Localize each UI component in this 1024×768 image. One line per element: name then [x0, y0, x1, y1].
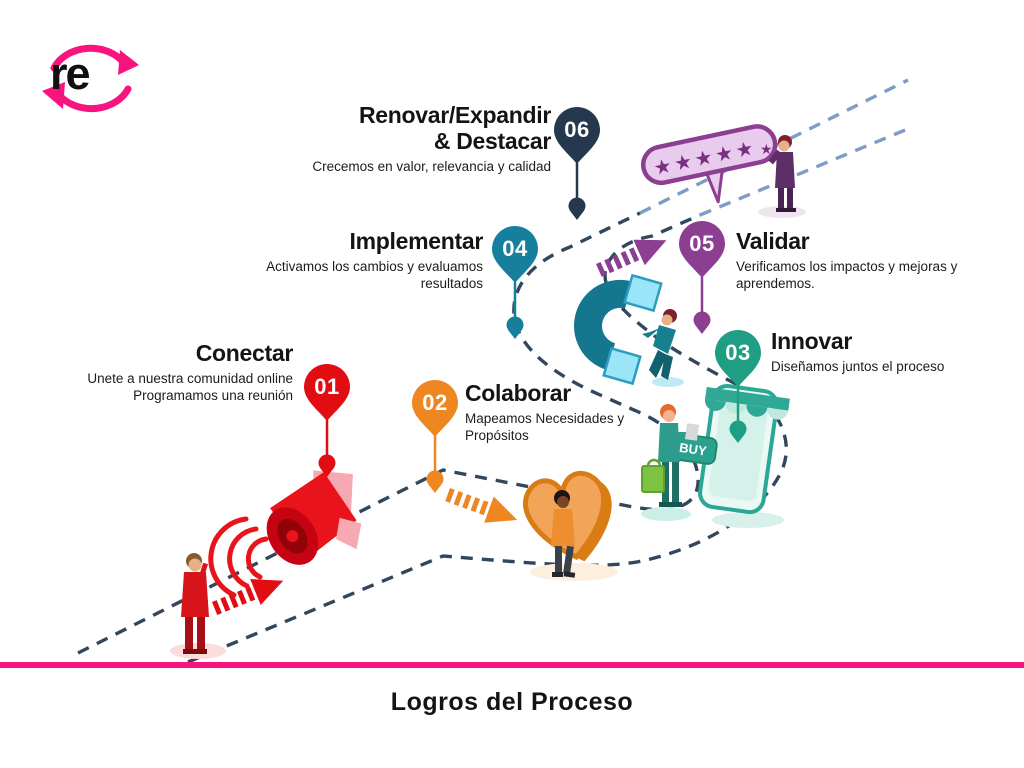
pin-head	[304, 364, 350, 421]
pin-number: 05	[689, 231, 715, 256]
megaphone-icon	[266, 470, 362, 565]
megaphone-illustration	[170, 470, 362, 659]
magnet-illustration	[574, 273, 684, 387]
pin-head	[679, 221, 725, 278]
step-renovar: Renovar/Expandir & Destacar Crecemos en …	[261, 102, 551, 175]
striped-arrow-red	[212, 579, 284, 615]
heart-person	[551, 490, 576, 578]
pin-01: 01	[299, 362, 355, 482]
pin-05: 05	[674, 219, 730, 339]
pin-drop	[318, 454, 336, 477]
rating-bubble-illustration: ★★★★★ ★	[640, 124, 806, 218]
step-title: Implementar	[349, 228, 484, 254]
phone-icon: BUY	[668, 383, 790, 515]
step-implementar: Implementar Activamos los cambios y eval…	[213, 228, 484, 292]
step-desc: Crecemos en valor, relevancia y calidad	[312, 158, 551, 174]
pin-head	[715, 330, 761, 387]
caller-person	[181, 553, 209, 654]
heart-illustration	[523, 470, 618, 581]
pin-drop	[506, 316, 524, 339]
pin-02: 02	[407, 378, 463, 498]
step-desc: Verificamos los impactos y mejoras y apr…	[736, 258, 958, 292]
pin-drop	[729, 420, 747, 443]
step-title: Renovar/Expandir & Destacar	[358, 102, 551, 154]
step-title: Conectar	[195, 340, 294, 366]
pin-number: 06	[564, 117, 590, 142]
road-edge-outer	[187, 213, 788, 664]
step-desc: Mapeamos Necesidades y Propósitos	[465, 410, 625, 444]
pin-03: 03	[710, 328, 766, 448]
step-desc: Diseñamos juntos el proceso	[771, 358, 945, 374]
footer-title: Logros del Proceso	[390, 688, 634, 716]
step-title: Validar	[736, 228, 810, 254]
pin-04: 04	[487, 224, 543, 344]
striped-arrow-orange	[445, 488, 518, 523]
step-colaborar: Colaborar Mapeamos Necesidades y Propósi…	[465, 380, 660, 444]
speech-bubble-icon: ★★★★★	[640, 124, 778, 204]
pin-number: 01	[314, 374, 340, 399]
step-title: Colaborar	[465, 380, 571, 406]
step-desc: Unete a nuestra comunidad online Program…	[87, 370, 293, 404]
pin-head	[554, 107, 600, 164]
logo: re	[34, 32, 144, 124]
pin-drop	[693, 311, 711, 334]
pin-drop	[568, 197, 586, 220]
step-innovar: Innovar Diseñamos juntos el proceso	[771, 328, 986, 375]
attracted-person	[642, 309, 677, 380]
reviewer-person: ★	[760, 135, 796, 212]
step-validar: Validar Verificamos los impactos y mejor…	[736, 228, 991, 292]
step-title: Innovar	[771, 328, 852, 354]
step-conectar: Conectar Unete a nuestra comunidad onlin…	[23, 340, 294, 404]
shopper-person	[641, 404, 700, 507]
phone-store-illustration: BUY	[641, 383, 790, 528]
star-icon: ★	[760, 141, 773, 157]
divider-line	[0, 662, 1024, 668]
pin-number: 02	[422, 390, 448, 415]
pin-number: 04	[502, 236, 528, 261]
awning-icon	[705, 387, 790, 420]
pin-head	[412, 380, 458, 437]
pin-06: 06	[549, 105, 605, 225]
striped-arrow-purple	[596, 239, 667, 277]
pin-number: 03	[725, 340, 751, 365]
logo-cycle-icon	[42, 44, 139, 113]
road-edge-inner	[77, 211, 700, 655]
magnet-icon	[574, 273, 663, 386]
sound-waves-icon	[208, 516, 269, 598]
pin-head	[492, 226, 538, 283]
svg-text:BUY: BUY	[678, 440, 708, 459]
step-desc: Activamos los cambios y evaluamos result…	[266, 258, 483, 292]
shopping-bag-icon	[641, 458, 665, 493]
logo-text: re	[50, 48, 91, 99]
road-top-lower	[699, 126, 911, 217]
pin-drop	[426, 470, 444, 493]
